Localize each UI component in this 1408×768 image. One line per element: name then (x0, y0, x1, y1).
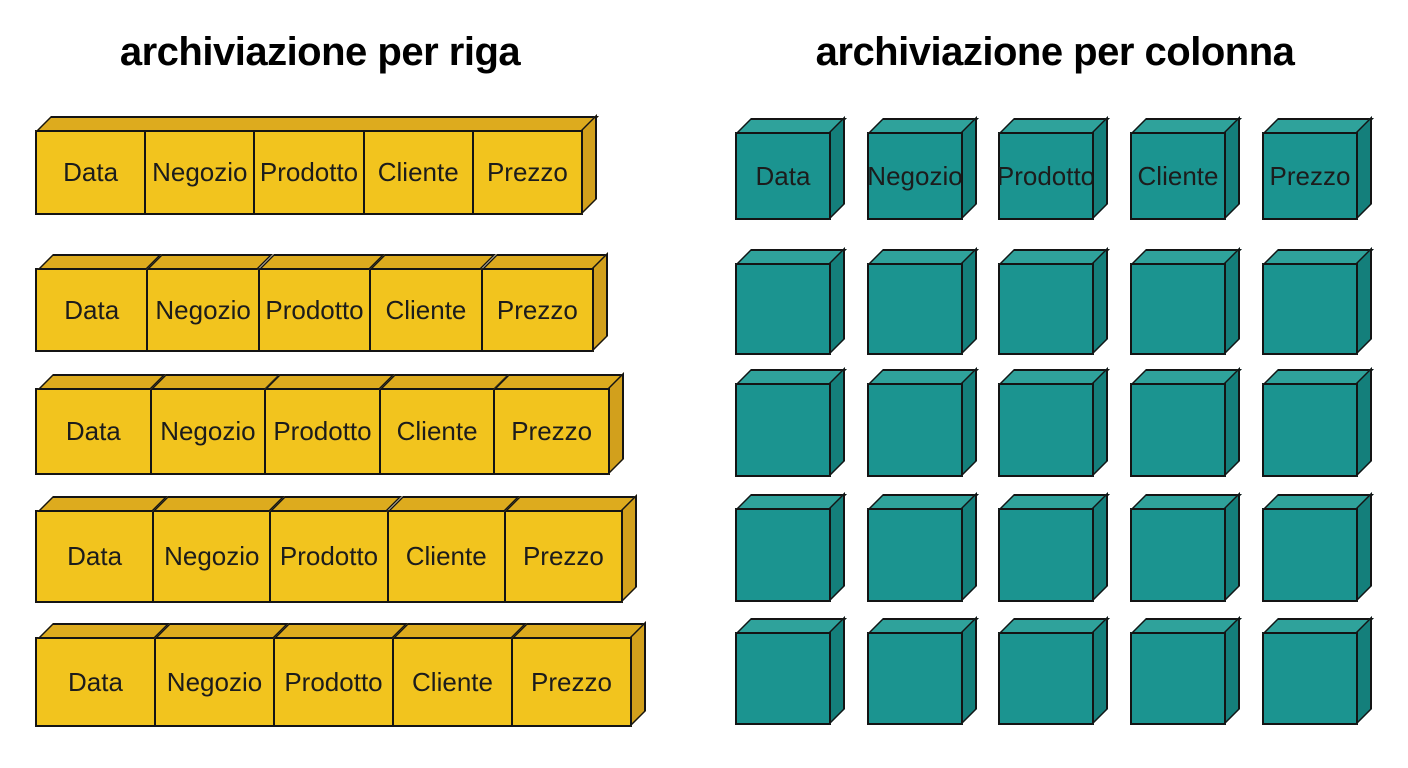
record-field-cell: Prodotto (264, 390, 379, 473)
column-block (1130, 508, 1226, 602)
column-block (1262, 632, 1358, 725)
record-field-cell: Prodotto (269, 512, 386, 601)
column-block (867, 383, 963, 477)
field-label: Prodotto (265, 294, 364, 325)
field-label: Cliente (412, 666, 493, 697)
field-label: Prodotto (273, 416, 372, 446)
record-field-cell: Negozio (146, 270, 257, 350)
field-label: Prezzo (1269, 160, 1351, 191)
record-field-cell: Prezzo (471, 132, 581, 213)
record-field-cell: Prodotto (273, 639, 392, 725)
record-row-bar: Data Negozio Prodotto Cliente Prezzo (35, 130, 583, 215)
column-block: Prodotto (996, 132, 1096, 220)
column-block: Prezzo (1262, 132, 1358, 220)
field-label: Data (63, 157, 119, 187)
record-row-bar: Data Negozio Prodotto Cliente Prezzo (35, 510, 623, 603)
record-field-cell: Cliente (362, 132, 472, 213)
field-label: Data (67, 541, 123, 571)
column-block (998, 263, 1094, 355)
column-block: Cliente (1130, 132, 1226, 220)
record-field-cell: Prezzo (503, 512, 621, 601)
record-field-cell: Prodotto (253, 132, 362, 213)
field-label: Cliente (1137, 160, 1219, 191)
column-block (867, 508, 963, 602)
record-row-bar: Data Negozio Prodotto Cliente Prezzo (35, 388, 610, 475)
record-row-bar: Data Negozio Prodotto Cliente Prezzo (35, 268, 594, 352)
record-field-cell: Cliente (369, 270, 480, 350)
field-label: Negozio (166, 666, 263, 697)
column-block (735, 383, 831, 477)
column-block (998, 632, 1094, 725)
record-field-cell: Prodotto (257, 270, 369, 350)
column-block (998, 508, 1094, 602)
field-label: Negozio (155, 294, 251, 325)
field-label: Prodotto (996, 160, 1096, 191)
field-label: Prodotto (284, 666, 383, 697)
field-label: Data (64, 294, 120, 325)
record-field-cell: Negozio (152, 512, 269, 601)
field-label: Negozio (160, 416, 256, 446)
record-field-cell: Negozio (144, 132, 253, 213)
record-field-cell: Data (37, 639, 154, 725)
field-label: Cliente (377, 157, 459, 187)
field-label: Prezzo (511, 416, 593, 446)
record-field-cell: Cliente (392, 639, 511, 725)
record-field-cell: Data (37, 390, 150, 473)
column-block (1130, 263, 1226, 355)
row-storage-title: archiviazione per riga (119, 30, 521, 74)
field-label: Data (65, 416, 121, 446)
field-label: Prezzo (496, 294, 578, 325)
column-block (735, 632, 831, 725)
field-label: Negozio (152, 157, 248, 187)
field-label: Prezzo (522, 541, 604, 571)
field-label: Prezzo (486, 157, 568, 187)
record-field-cell: Prezzo (493, 390, 608, 473)
record-field-cell: Prezzo (511, 639, 630, 725)
column-block: Negozio (867, 132, 963, 220)
record-field-cell: Data (37, 512, 152, 601)
column-block (1130, 383, 1226, 477)
field-label: Negozio (867, 160, 963, 191)
column-block (867, 632, 963, 725)
record-row-bar: Data Negozio Prodotto Cliente Prezzo (35, 637, 632, 727)
field-label: Cliente (385, 294, 467, 325)
record-field-cell: Negozio (149, 390, 265, 473)
field-label: Prodotto (259, 157, 359, 187)
column-block: Data (735, 132, 831, 220)
column-block (735, 263, 831, 355)
column-block (1262, 263, 1358, 355)
field-label: Prodotto (279, 541, 379, 571)
record-field-cell: Cliente (386, 512, 504, 601)
record-field-cell: Data (37, 132, 144, 213)
record-field-cell: Negozio (154, 639, 273, 725)
column-storage-title: archiviazione per colonna (815, 30, 1295, 74)
record-field-cell: Cliente (378, 390, 494, 473)
record-field-cell: Data (37, 270, 146, 350)
column-block (1262, 383, 1358, 477)
field-label: Data (68, 666, 123, 697)
column-block (1262, 508, 1358, 602)
column-block (1130, 632, 1226, 725)
field-label: Negozio (164, 541, 260, 571)
field-label: Cliente (396, 416, 478, 446)
field-label: Data (755, 160, 811, 191)
column-block (735, 508, 831, 602)
record-field-cell: Prezzo (480, 270, 592, 350)
field-label: Cliente (405, 541, 487, 571)
column-block (867, 263, 963, 355)
field-label: Prezzo (531, 666, 612, 697)
column-block (998, 383, 1094, 477)
